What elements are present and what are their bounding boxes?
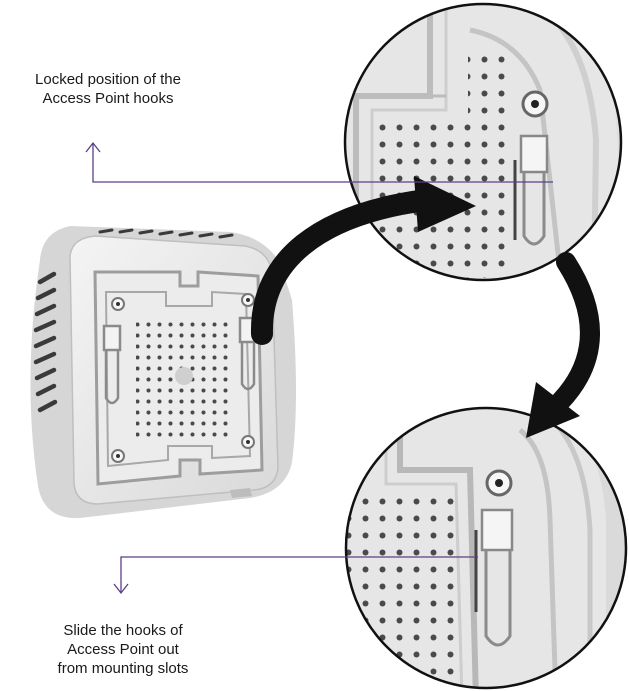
caption-slide-line-2: Access Point out [67,641,179,658]
leader-line-slide [113,556,478,595]
caption-locked-position: Locked position of the Access Point hook… [8,70,208,108]
caption-slide-line-3: from mounting slots [57,660,189,677]
caption-slide-line-1: Slide the hooks of [63,622,183,639]
arrow-up-icon [85,141,101,153]
zoom-locked-position [343,2,623,282]
access-point-device [30,226,297,519]
arrow-down-icon [113,583,129,595]
zoom-arrow-lower [526,252,600,438]
zoom-arrow-upper [250,176,476,345]
top-vents [98,228,234,239]
leader-line-locked [85,141,553,183]
side-vents [33,271,58,413]
zoom-slide-out [344,406,628,690]
caption-slide-out: Slide the hooks of Access Point out from… [18,621,228,678]
left-hook [102,324,122,405]
caption-locked-line-2: Access Point hooks [42,90,174,107]
caption-locked-line-1: Locked position of the [35,71,181,88]
